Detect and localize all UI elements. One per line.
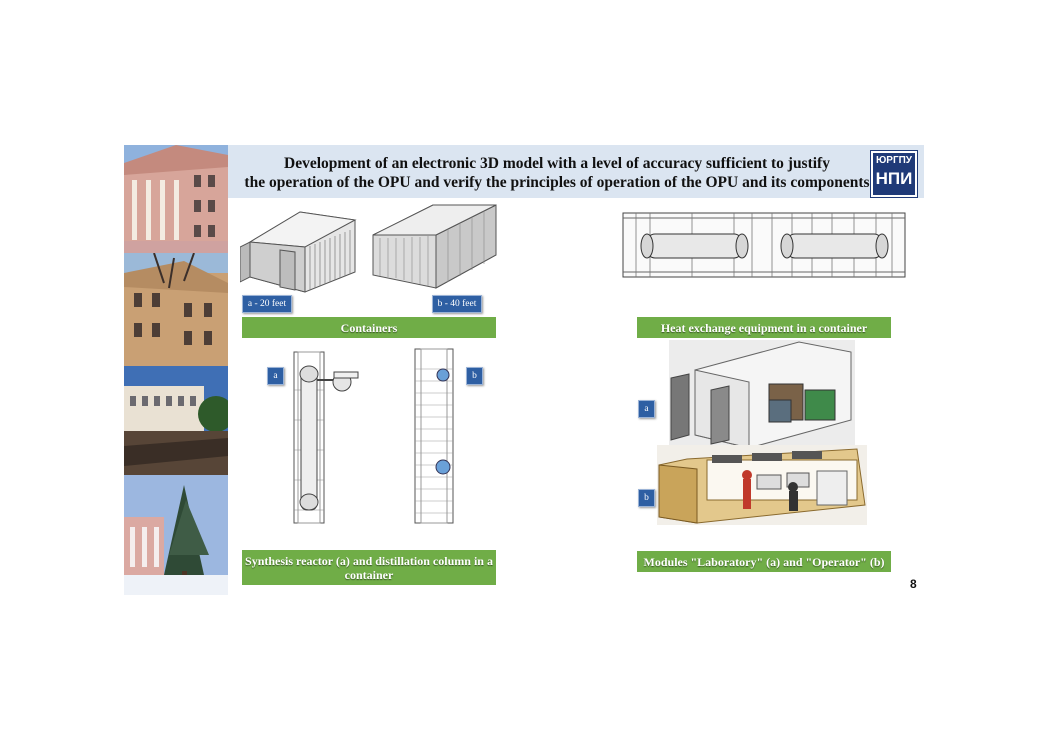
label-containers: Containers bbox=[242, 317, 496, 338]
logo-text-top: ЮРГПУ bbox=[875, 155, 913, 166]
distillation-column-drawing bbox=[414, 348, 454, 524]
label-synthesis-reactor: Synthesis reactor (a) and distillation c… bbox=[242, 550, 496, 585]
synthesis-reactor-drawing bbox=[293, 351, 359, 524]
badge-40-feet: b - 40 feet bbox=[432, 295, 482, 313]
badge-20-feet: a - 20 feet bbox=[242, 295, 292, 313]
page-number: 8 bbox=[910, 577, 917, 591]
badge-column-b: b bbox=[466, 367, 483, 385]
university-logo: ЮРГПУ НПИ bbox=[870, 150, 918, 198]
badge-operator-b: b bbox=[638, 489, 655, 507]
campus-photo-strip bbox=[124, 145, 228, 595]
slide-title-line-1: Development of an electronic 3D model wi… bbox=[284, 155, 830, 172]
slide-title-line-2: the operation of the OPU and verify the … bbox=[244, 174, 870, 191]
laboratory-module-drawing bbox=[669, 340, 855, 450]
container-40ft-drawing bbox=[372, 204, 497, 289]
campus-photo-4 bbox=[124, 475, 228, 595]
badge-reactor-a: a bbox=[267, 367, 284, 385]
campus-photo-3 bbox=[124, 366, 228, 475]
slide: Development of an electronic 3D model wi… bbox=[124, 145, 924, 595]
heat-exchange-drawing bbox=[622, 212, 906, 278]
campus-photo-2 bbox=[124, 253, 228, 366]
title-bar bbox=[228, 145, 924, 198]
campus-photo-1 bbox=[124, 145, 228, 253]
badge-laboratory-a: a bbox=[638, 400, 655, 418]
label-heat-exchange: Heat exchange equipment in a container bbox=[637, 317, 891, 338]
operator-module-drawing bbox=[657, 445, 867, 525]
label-modules: Modules "Laboratory" (a) and "Operator" … bbox=[637, 551, 891, 572]
container-20ft-drawing bbox=[240, 211, 357, 293]
logo-text-bottom: НПИ bbox=[875, 169, 913, 188]
slide-title: Development of an electronic 3D model wi… bbox=[242, 154, 872, 192]
